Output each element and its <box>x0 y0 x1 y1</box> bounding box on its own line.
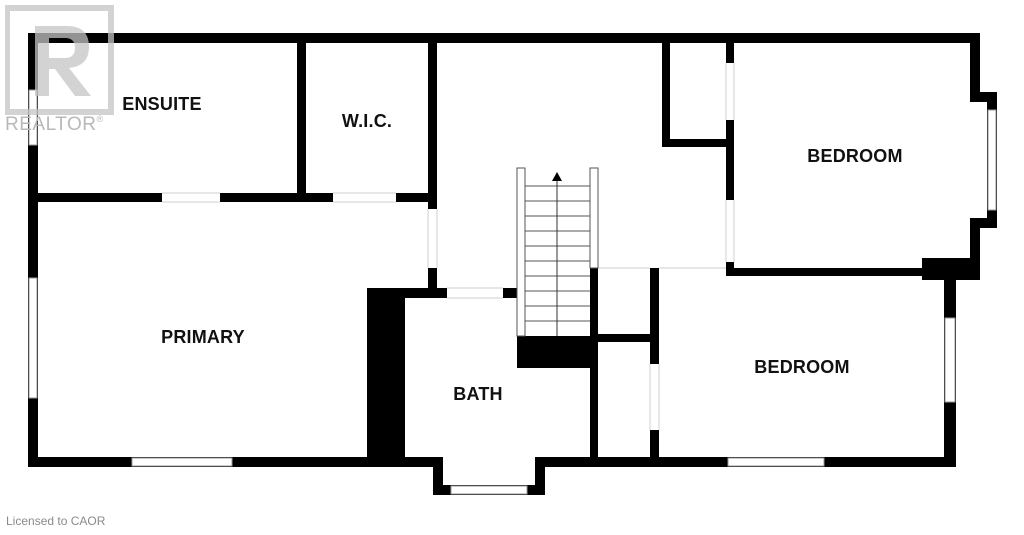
room-label-ensuite: ENSUITE <box>122 94 201 114</box>
wall-bath-top-right <box>503 288 523 298</box>
wall-right-upper <box>970 33 980 93</box>
wall-hall-stub <box>428 268 437 298</box>
wall-bay-left <box>433 457 443 495</box>
wall-top <box>28 33 980 43</box>
wall-ensuite-primary-b <box>220 193 333 202</box>
wall-bay-right <box>535 457 545 495</box>
wall-ensuite-wic <box>297 33 306 196</box>
realtor-brand: REALTOR <box>5 114 97 135</box>
wall-stair-right <box>590 268 598 458</box>
window-bath-bay <box>450 485 528 495</box>
wall-primary-bath-thick <box>367 288 405 460</box>
wall-closet-stub <box>650 268 659 364</box>
wall-ensuite-primary-a <box>28 193 162 202</box>
wall-hall-closet-v <box>662 33 670 147</box>
wall-wic-stub <box>396 193 437 202</box>
wall-bedroom-divider <box>726 268 952 276</box>
openings <box>162 63 735 430</box>
wall-bedroom-upper-left-b <box>726 120 734 200</box>
window-bedroom-lower-right <box>944 317 956 403</box>
wall-bedroom-upper-left-a <box>726 33 734 63</box>
room-label-primary: PRIMARY <box>161 327 245 347</box>
window-bedroom-upper-bay <box>987 109 997 211</box>
window-primary-left <box>28 277 38 399</box>
wall-right-mid <box>970 218 980 280</box>
wall-closet-stub-low <box>650 430 659 460</box>
realtor-registered-mark: ® <box>96 114 104 124</box>
wall-left <box>28 33 38 467</box>
stair-arrow-up-icon <box>552 172 562 181</box>
wall-bottom-left <box>28 457 443 467</box>
room-label-wic: W.I.C. <box>342 111 392 131</box>
window-bedroom-lower-bottom <box>727 457 825 467</box>
wall-closet-divider <box>590 334 656 342</box>
wall-hall-closet-h <box>662 139 734 147</box>
stair-rail-right <box>589 167 599 269</box>
room-label-bedroom-upper: BEDROOM <box>807 146 902 166</box>
window-ensuite-left <box>28 89 38 146</box>
realtor-r-logo-icon <box>5 5 114 115</box>
stair-rail-left <box>516 167 526 337</box>
realtor-watermark-text: REALTOR® <box>5 114 104 136</box>
wall-bath-top-left <box>367 288 447 298</box>
staircase <box>516 167 599 337</box>
room-label-bedroom-lower: BEDROOM <box>754 357 849 377</box>
wall-wic-hall <box>428 33 437 209</box>
room-labels: ENSUITE W.I.C. PRIMARY BATH BEDROOM BEDR… <box>122 94 902 404</box>
wall-stair-base <box>517 336 597 368</box>
window-primary-bottom <box>131 457 233 467</box>
license-credit: Licensed to CAOR <box>6 514 106 528</box>
room-label-bath: BATH <box>453 384 502 404</box>
windows <box>28 89 997 495</box>
wall-bay-right-top <box>970 92 997 102</box>
wall-bay-right-bottom <box>970 218 997 228</box>
